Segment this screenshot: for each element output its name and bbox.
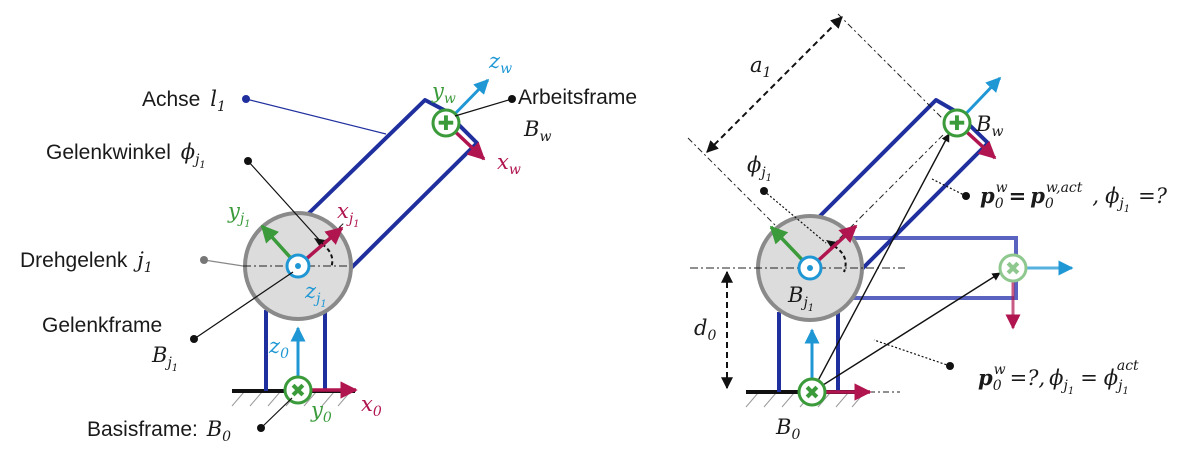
leader-phi-dot — [760, 187, 768, 195]
base-y-cross-icon: ✖ — [290, 380, 306, 402]
label-bj-right: Bj1 — [787, 283, 814, 314]
joint-angle-arrow — [314, 238, 325, 247]
equation-forward-actual: p0w=?,ϕj1=ϕj1act — [978, 358, 1139, 397]
label-work-x: xw — [497, 150, 521, 178]
label-joint-z: zj1 — [304, 279, 327, 310]
work-y-symbol — [431, 108, 461, 138]
label-b0-right: B0 — [775, 415, 800, 443]
vector-to-alt-frame — [811, 272, 1001, 393]
leader-axis-dot — [242, 95, 250, 103]
joint-z-dot-right — [807, 265, 813, 271]
leader-eq2-dot — [946, 362, 954, 370]
leader-base-frame — [260, 397, 293, 429]
dim-a-arrow — [706, 16, 843, 153]
leader-work-frame-dot — [508, 95, 516, 103]
leader-base-frame-dot — [257, 424, 265, 432]
leader-joint-frame — [193, 271, 294, 340]
label-revolute-joint: Drehgelenk j1 — [20, 248, 153, 276]
right-diagram: ✖ ✚ ✖ a1 ϕj1 Bw Bj1 B0 — [687, 13, 1168, 443]
label-base-frame: Basisframe: B0 — [87, 417, 231, 445]
vector-to-work-frame — [811, 133, 950, 393]
label-joint-frame: Gelenkframe — [42, 314, 162, 337]
label-joint-angle: Gelenkwinkel ϕj1 — [46, 140, 206, 171]
joint-angle-arc-right — [833, 245, 847, 273]
leader-revolute-joint-dot — [200, 256, 208, 264]
leader-joint-angle — [247, 160, 324, 245]
work-y-symbol-right — [942, 108, 972, 138]
label-work-z: zw — [488, 49, 512, 77]
leader-revolute-joint — [203, 259, 244, 267]
leader-eq1-dot — [962, 192, 970, 200]
work-y-plus-icon: ✚ — [438, 111, 455, 135]
joint-angle-arrow-right — [826, 240, 837, 249]
base-y-symbol-right — [797, 377, 827, 407]
leader-joint-frame-dot — [190, 335, 198, 343]
label-work-y: yw — [431, 79, 456, 107]
leader-eq2 — [873, 339, 951, 367]
label-joint-y: yj1 — [227, 199, 251, 230]
leader-axis — [245, 98, 387, 135]
label-base-x: x0 — [361, 392, 382, 420]
label-bw-right: Bw — [975, 112, 1003, 140]
work-y-plus-icon-right: ✚ — [949, 111, 966, 135]
label-base-z: z0 — [268, 334, 289, 362]
label-base-y: y0 — [310, 398, 332, 426]
label-a: a1 — [750, 53, 771, 81]
arm-link-alternative — [850, 236, 1018, 300]
alt-y-cross-icon: ✖ — [1005, 258, 1021, 280]
alt-y-symbol — [998, 253, 1028, 283]
label-d-right: d0 — [694, 316, 716, 344]
leader-joint-angle-dot — [244, 157, 252, 165]
base-y-symbol — [283, 375, 313, 405]
label-axis: Achse l1 — [142, 87, 226, 115]
label-joint-frame-symbol: Bj1 — [151, 343, 178, 374]
leader-work-frame — [454, 98, 513, 117]
label-phi-right: ϕj1 — [747, 153, 772, 184]
dim-a-ext-2 — [837, 13, 945, 121]
label-joint-x: xj1 — [337, 199, 360, 230]
base-y-cross-icon-right: ✖ — [804, 382, 820, 404]
joint-z-dot — [295, 263, 301, 269]
label-work-frame: Arbeitsframe — [518, 86, 637, 109]
equation-forward-target: p0w=p0w,act,ϕj1=? — [980, 180, 1168, 215]
label-work-frame-symbol: Bw — [523, 117, 551, 145]
left-diagram: ✖ ✚ Achse l1 Gelenkwinkel ϕj1 Drehgelenk… — [20, 49, 637, 445]
leader-phi — [763, 190, 827, 244]
